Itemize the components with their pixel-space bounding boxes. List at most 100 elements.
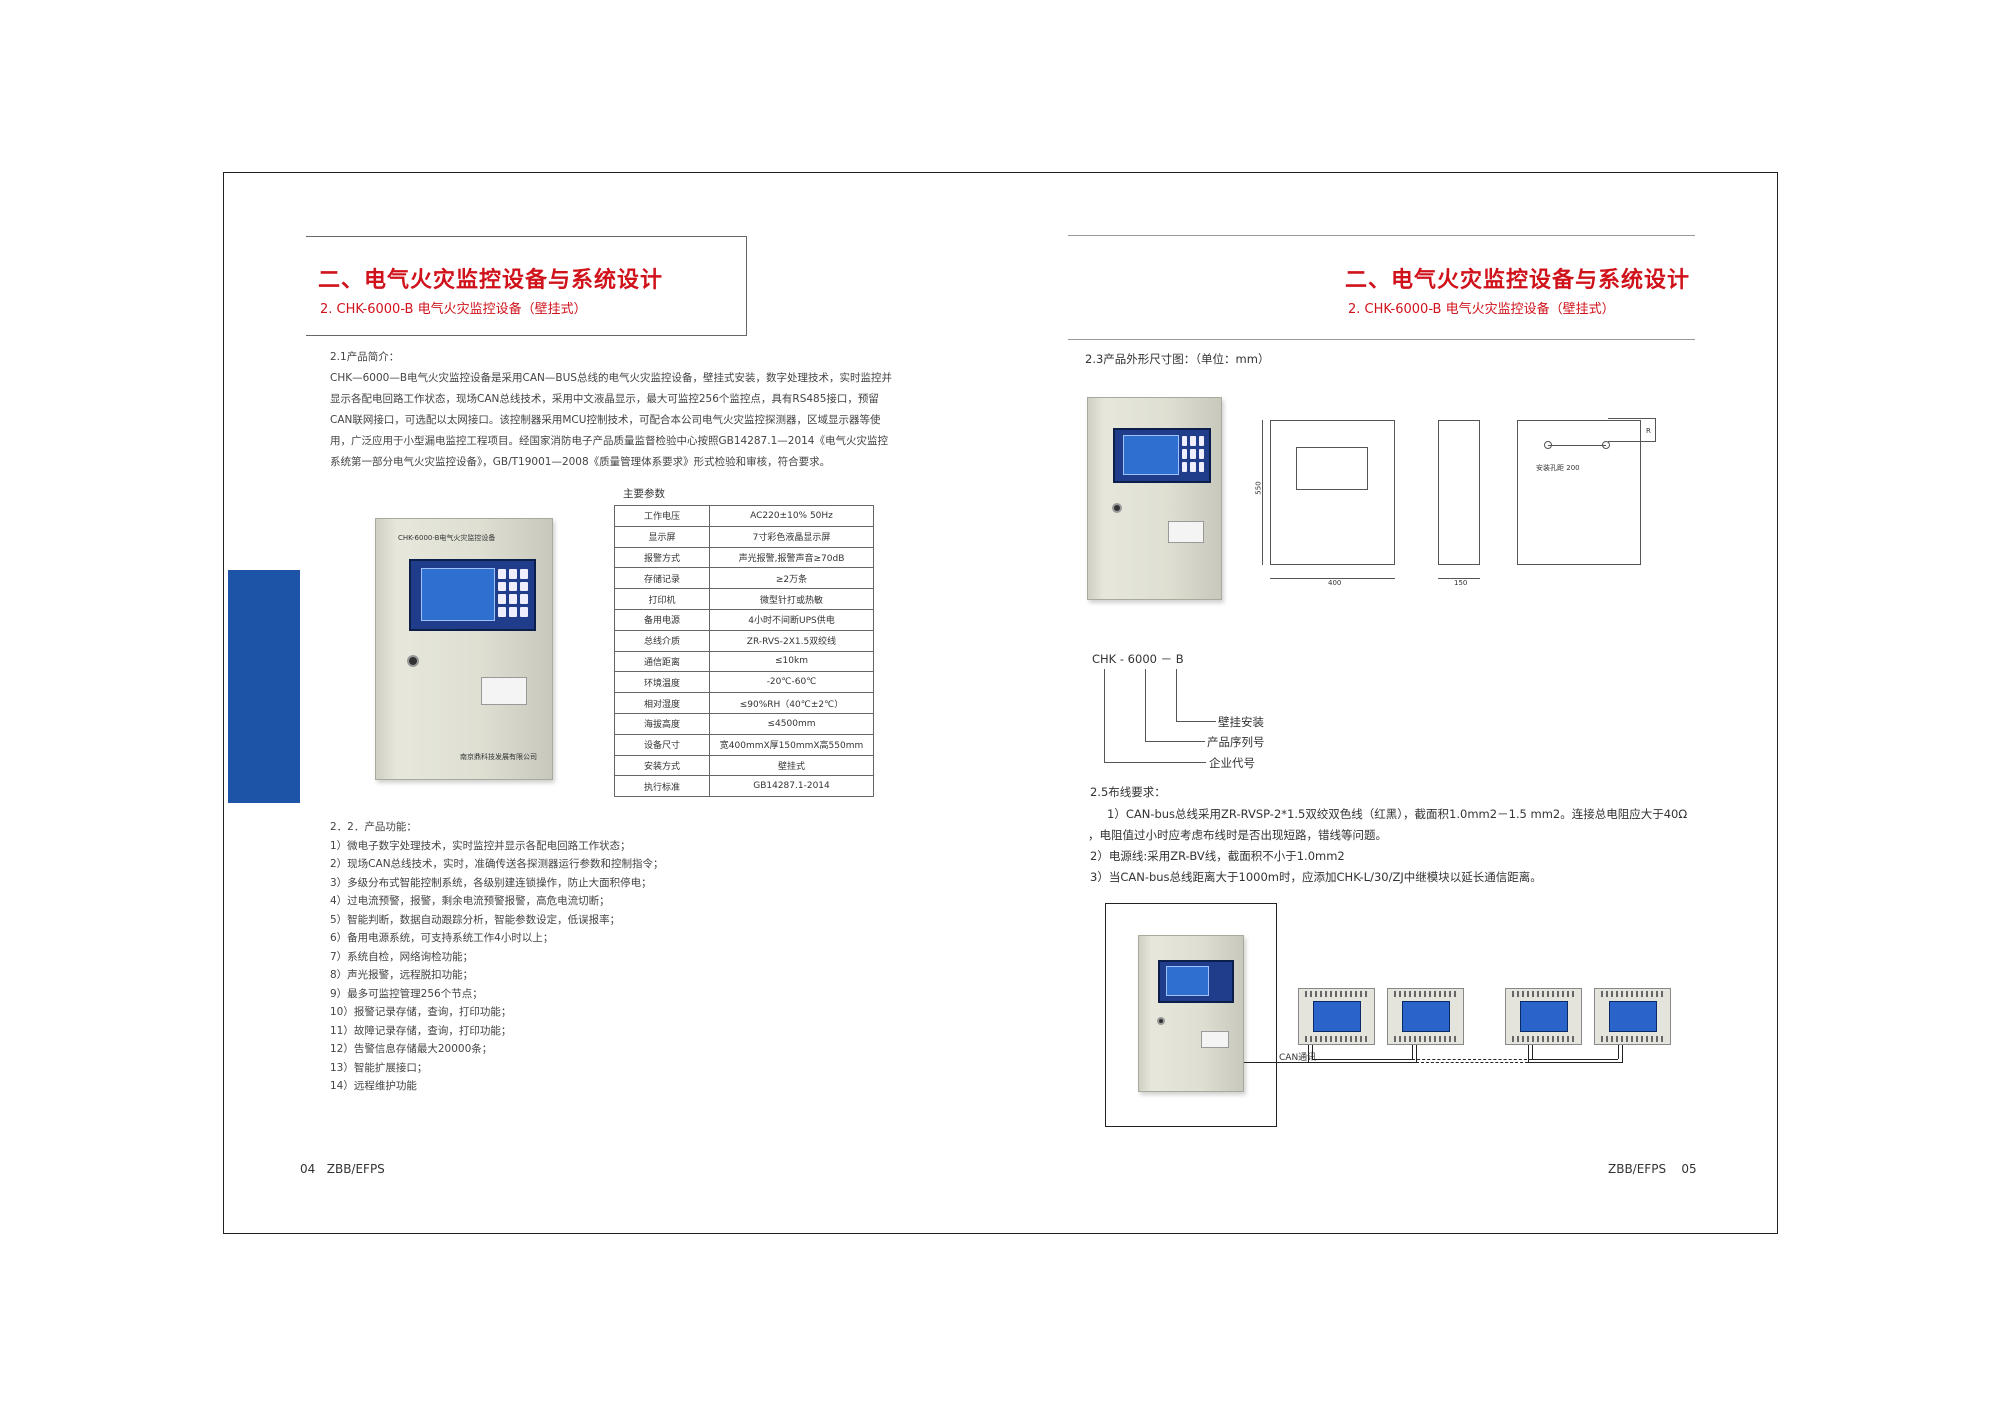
can-wire — [1308, 1062, 1416, 1063]
cabinet-maker: 南京鼎科技发展有限公司 — [460, 753, 537, 761]
width-dimension: 400 — [1328, 579, 1342, 587]
left-title-box — [306, 236, 747, 336]
can-wire-dashed — [1412, 1059, 1532, 1060]
wiring-item: 1）CAN-bus总线采用ZR-RVSP-2*1.5双绞双色线（红黑），截面积1… — [1107, 807, 1688, 821]
right-footer-brand: ZBB/EFPS — [1608, 1162, 1667, 1176]
function-item: 9）最多可监控管理256个节点； — [330, 988, 483, 1000]
lock-icon — [1112, 503, 1122, 513]
front-window — [1296, 447, 1368, 490]
intro-line: 用，广泛应用于小型漏电监控工程项目。经国家消防电子产品质量监督检验中心按照GB1… — [330, 435, 888, 447]
model-code: CHK - 6000 － B — [1092, 652, 1184, 666]
can-wire — [1532, 1045, 1533, 1059]
intro-line: 显示各配电回路工作状态，现场CAN总线技术，采用中文液晶显示，最大可监控256个… — [330, 393, 879, 405]
printer-slot — [481, 677, 527, 705]
right-page-subtitle: 2. CHK-6000-B 电气火灾监控设备（壁挂式） — [1348, 302, 1615, 317]
can-wire — [1532, 1059, 1618, 1060]
params-title: 主要参数 — [623, 488, 665, 500]
table-row: 打印机微型针打或热敏 — [614, 588, 874, 610]
right-title-rule-bottom — [1068, 339, 1695, 340]
cabinet-display — [1158, 960, 1234, 1003]
radius-callout — [1608, 418, 1656, 442]
table-row: 海拔高度≤4500mm — [614, 712, 874, 735]
can-wire — [1308, 1045, 1309, 1063]
detector-module — [1387, 988, 1464, 1045]
table-row: 环境温度-20℃-60℃ — [614, 671, 874, 694]
code-bracket — [1176, 669, 1177, 721]
function-item: 1）微电子数字处理技术，实时监控并显示各配电回路工作状态； — [330, 840, 631, 852]
blue-side-bar — [228, 570, 300, 803]
left-page-number: 04 — [300, 1162, 316, 1176]
left-page-title: 二、电气火灾监控设备与系统设计 — [318, 268, 664, 293]
can-wire — [1312, 1059, 1412, 1060]
function-item: 7）系统自检，网络询检功能； — [330, 951, 474, 963]
table-row: 设备尺寸宽400mmX厚150mmX高550mm — [614, 733, 874, 756]
functions-heading: 2．2．产品功能： — [330, 821, 417, 833]
can-label: CAN通讯 — [1279, 1053, 1317, 1063]
wiring-item: 3）当CAN-bus总线距离大于1000m时，应添加CHK-L/30/ZJ中继模… — [1090, 870, 1542, 884]
table-row: 报警方式声光报警,报警声音≥70dB — [614, 546, 874, 569]
wiring-item: ，电阻值过小时应考虑布线时是否出现短路，错线等问题。 — [1088, 828, 1387, 842]
function-item: 11）故障记录存储，查询，打印功能； — [330, 1025, 512, 1037]
intro-line: CHK—6000—B电气火灾监控设备是采用CAN—BUS总线的电气火灾监控设备，… — [330, 372, 892, 384]
right-page-title: 二、电气火灾监控设备与系统设计 — [1345, 268, 1691, 293]
function-item: 4）过电流预警，报警，剩余电流预警报警，高危电流切断； — [330, 895, 610, 907]
can-wire — [1312, 1045, 1313, 1059]
cabinet-display — [409, 559, 536, 631]
function-item: 8）声光报警，远程脱扣功能； — [330, 969, 474, 981]
code-bracket — [1104, 762, 1206, 763]
controller-cabinet-image: CHK-6000-B电气火灾监控设备 南京鼎科技发展有限公司 — [375, 518, 553, 780]
right-page-number: 05 — [1681, 1162, 1697, 1176]
dims-heading: 2.3产品外形尺寸图：（单位：mm） — [1085, 352, 1270, 366]
controller-cabinet-image — [1138, 935, 1244, 1092]
function-item: 13）智能扩展接口； — [330, 1062, 428, 1074]
left-footer-brand: ZBB/EFPS — [326, 1162, 385, 1176]
code-bracket — [1104, 669, 1105, 762]
can-wire-dashed — [1416, 1062, 1528, 1063]
table-row: 安装方式壁挂式 — [614, 754, 874, 777]
code-bracket — [1176, 721, 1216, 722]
function-item: 10）报警记录存储，查询，打印功能； — [330, 1006, 512, 1018]
back-view-drawing: 安装孔距 200 — [1517, 420, 1641, 565]
radius-dimension: R — [1646, 427, 1651, 435]
controller-cabinet-image — [1087, 397, 1222, 600]
network-diagram-frame — [1105, 903, 1277, 1127]
code-bracket — [1145, 741, 1205, 742]
wiring-item: 2）电源线:采用ZR-BV线，截面积不小于1.0mm2 — [1090, 849, 1345, 863]
can-wire — [1244, 1062, 1308, 1063]
function-item: 2）现场CAN总线技术，实时，准确传送各探测器运行参数和控制指令； — [330, 858, 664, 870]
model-part: 企业代号 — [1209, 756, 1255, 770]
printer-slot — [1201, 1031, 1229, 1048]
detector-module — [1594, 988, 1671, 1045]
side-view-drawing — [1438, 420, 1480, 565]
can-wire — [1618, 1045, 1619, 1059]
printer-slot — [1168, 521, 1204, 543]
left-footer: 04 ZBB/EFPS — [300, 1162, 385, 1176]
front-view-drawing — [1270, 420, 1395, 565]
lock-icon — [407, 655, 419, 667]
table-row: 相对湿度≤90%RH（40℃±2℃） — [614, 692, 874, 714]
function-item: 6）备用电源系统，可支持系统工作4小时以上； — [330, 932, 554, 944]
detector-module — [1298, 988, 1375, 1045]
table-row: 存储记录≥2万条 — [614, 567, 874, 590]
function-item: 3）多级分布式智能控制系统，各级别建连锁操作，防止大面积停电； — [330, 877, 652, 889]
can-wire — [1528, 1062, 1622, 1063]
mount-label: 安装孔距 200 — [1536, 464, 1580, 472]
can-wire — [1416, 1045, 1417, 1063]
hole-line — [1548, 445, 1606, 446]
function-item: 5）智能判断，数据自动跟踪分析，智能参数设定，低误报率； — [330, 914, 621, 926]
cabinet-display — [1113, 428, 1211, 483]
intro-line: CAN联网接口，可选配以太网接口。该控制器采用MCU控制技术，可配合本公司电气火… — [330, 414, 881, 426]
height-line — [1262, 420, 1263, 565]
model-part: 壁挂安装 — [1218, 715, 1264, 729]
lock-icon — [1157, 1017, 1165, 1025]
detector-module — [1505, 988, 1582, 1045]
left-page-subtitle: 2. CHK-6000-B 电气火灾监控设备（壁挂式） — [320, 302, 587, 317]
width-line — [1270, 578, 1395, 579]
right-footer: ZBB/EFPS 05 — [1608, 1162, 1697, 1176]
code-bracket — [1145, 669, 1146, 741]
cabinet-label: CHK-6000-B电气火灾监控设备 — [398, 534, 496, 542]
